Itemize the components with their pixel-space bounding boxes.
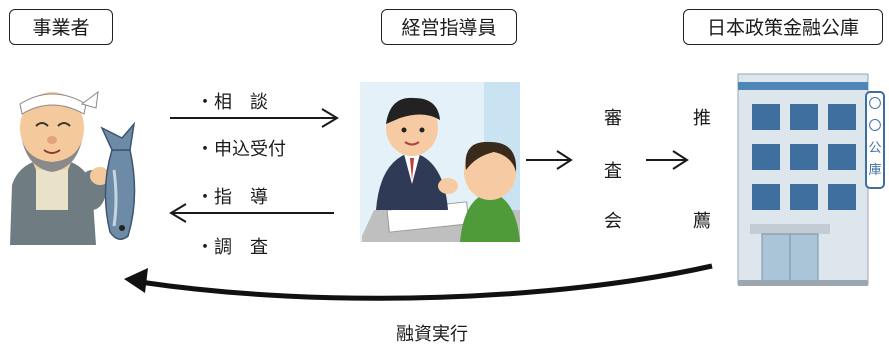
bank-label: 日本政策金融公庫 — [683, 9, 883, 45]
arrow-to-advisor — [170, 108, 339, 128]
fish-illustration — [100, 121, 136, 240]
consultation-illustration — [360, 82, 520, 242]
bank-sign-char-2: 〇 — [868, 119, 881, 134]
flow-survey: ・調 査 — [196, 237, 268, 258]
review-char-1: 審 — [604, 108, 622, 129]
fisherman-illustration — [10, 90, 110, 245]
arrow-to-business — [169, 203, 334, 223]
bank-sign-char-3: 公 — [868, 141, 881, 156]
loan-arrow — [124, 263, 713, 301]
review-char-3: 会 — [604, 211, 622, 232]
arrow-to-review — [526, 150, 573, 170]
bank-sign-char-1: 〇 — [868, 97, 881, 112]
review-char-2: 査 — [604, 161, 622, 182]
bank-building-illustration: 〇 〇 公 庫 — [737, 73, 885, 286]
recommend-char-2: 薦 — [693, 211, 711, 232]
advisor-label: 経営指導員 — [381, 9, 517, 45]
bank-sign-char-4: 庫 — [868, 163, 881, 178]
loan-label: 融資実行 — [396, 324, 468, 345]
bank-sign — [865, 91, 885, 189]
flow-application: ・申込受付 — [196, 139, 286, 160]
arrows — [169, 108, 689, 223]
business-label: 事業者 — [9, 9, 113, 45]
arrow-to-recommend — [646, 150, 689, 170]
recommend-char-1: 推 — [693, 108, 711, 129]
flow-consult: ・相 談 — [196, 92, 268, 113]
flow-guidance: ・指 導 — [196, 187, 268, 208]
